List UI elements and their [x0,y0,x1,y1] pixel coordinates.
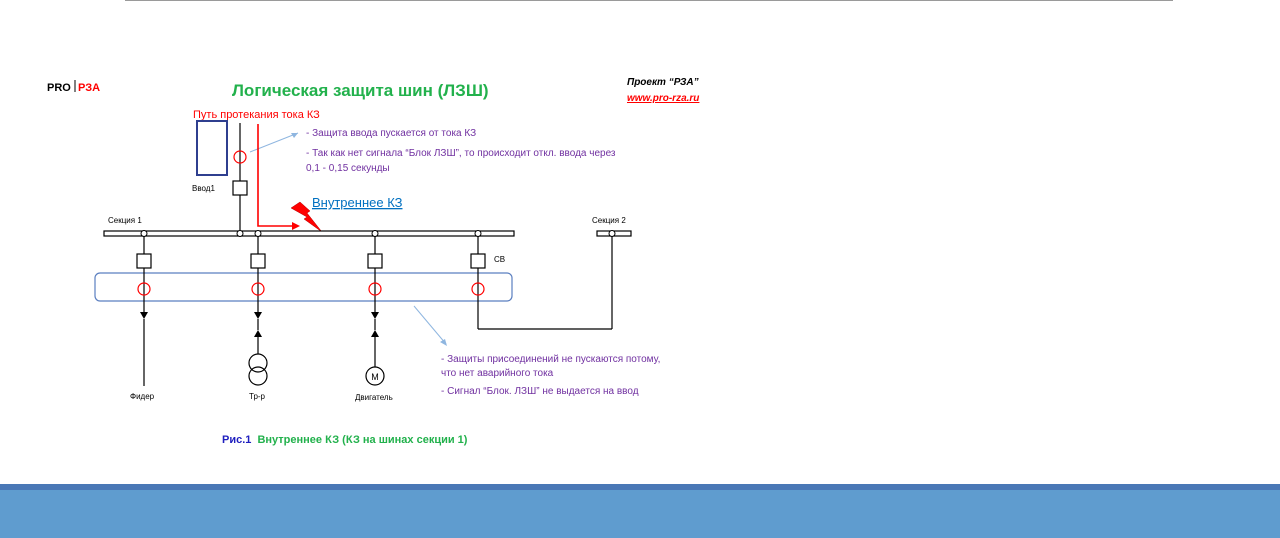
input-label: Ввод1 [192,184,215,193]
transformer-icon-bottom [248,366,268,386]
figure-caption-text: Внутреннее КЗ (КЗ на шинах секции 1) [257,434,467,446]
figure-caption-number: Рис.1 [222,434,251,446]
tie-branch [470,236,613,330]
bus-node-input [236,230,244,237]
feeder-protection-group-box [94,272,513,302]
lightning-icon [290,201,323,233]
internal-fault-label: Внутреннее КЗ [312,195,403,210]
input-note-arrowhead [291,133,298,138]
bus-node-tie [474,230,482,237]
transformer-branch [250,236,266,354]
diagram-title: Логическая защита шин (ЛЗШ) [232,81,489,100]
footer-bar [0,484,1280,538]
tie-label: СВ [494,255,505,264]
feeder-note-3: - Сигнал “Блок. ЛЗШ” не выдается на ввод [441,386,639,397]
logo-rza: РЗА [78,82,100,94]
motor-icon [365,366,385,386]
bus-node-feeder [140,230,148,237]
input-note-3: 0,1 - 0,15 секунды [306,163,390,174]
top-divider-line [125,0,1173,1]
feeder-note-arrowhead [440,339,447,346]
input-breaker [232,180,248,196]
fault-path-arrowhead [292,222,300,230]
feeder-note-arrow [413,305,447,345]
bus-node-transformer [254,230,262,237]
input-source-box [196,120,228,176]
input-note-1: - Защита ввода пускается от тока КЗ [306,128,476,139]
motor-branch [367,236,383,367]
feeder-note-1: - Защиты присоединений не пускаются пото… [441,354,660,365]
section1-bus [103,230,515,237]
fault-path-label: Путь протекания тока КЗ [193,109,320,121]
bus-node-motor [371,230,379,237]
project-name: Проект “РЗА” [627,77,699,88]
bus-node-section2 [608,230,616,237]
input-note-2: - Так как нет сигнала “Блок ЛЗШ”, то про… [306,148,616,159]
lzsh-diagram: PRO РЗА Логическая защита шин (ЛЗШ) Прое… [47,77,699,446]
transformer-label: Тр-р [249,392,266,401]
transformer-icon-top [248,353,268,373]
section1-label: Секция 1 [108,216,142,225]
project-url[interactable]: www.pro-rza.ru [627,93,699,104]
fault-path-arrow [257,124,294,227]
section2-label: Секция 2 [592,216,626,225]
motor-label: Двигатель [355,393,393,402]
feeder-label: Фидер [130,392,155,401]
feeder-note-2: что нет аварийного тока [441,368,554,379]
logo-pro: PRO [47,82,71,94]
input-ct-circle [233,150,247,164]
figure-caption: Рис.1 Внутреннее КЗ (КЗ на шинах секции … [222,434,468,446]
feeder-branch [136,236,152,386]
motor-icon-letter: M [371,372,379,382]
